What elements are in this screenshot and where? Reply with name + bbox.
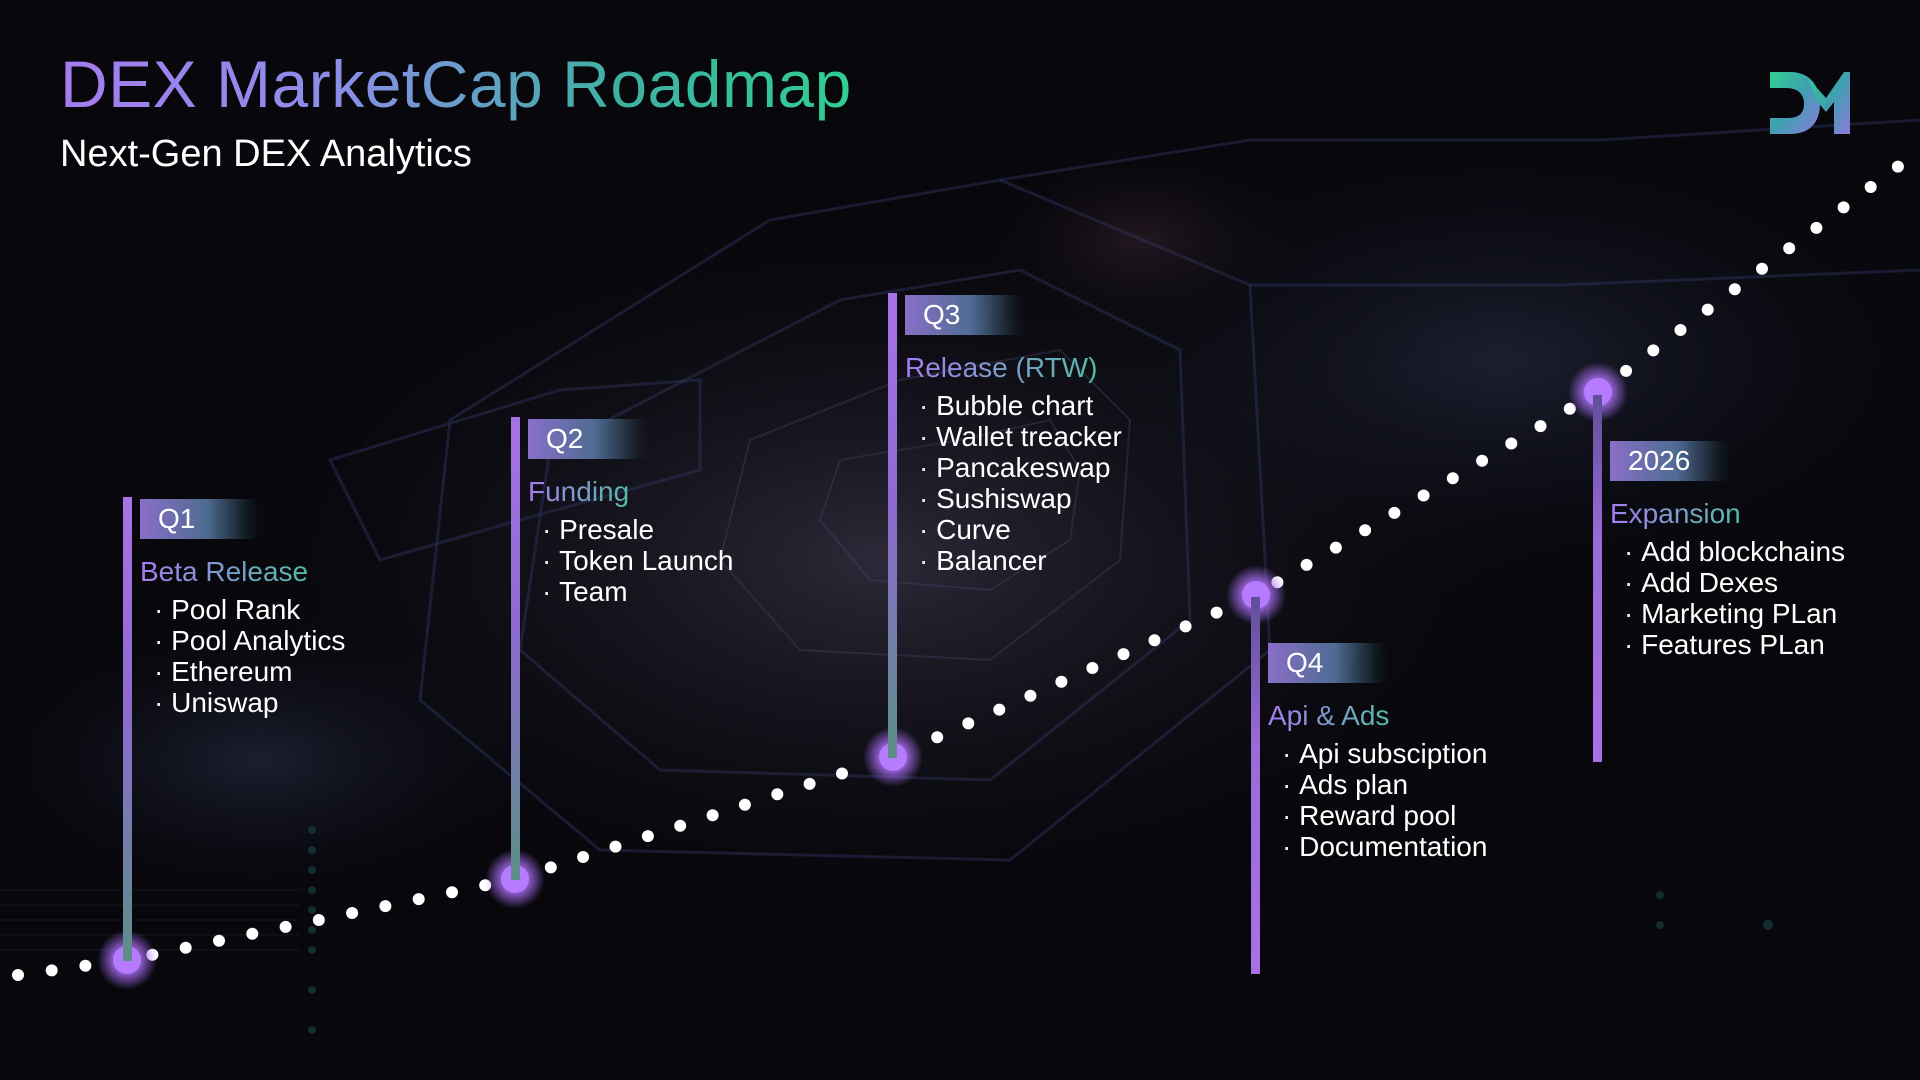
track-dot: [1024, 689, 1037, 702]
track-dot: [609, 840, 622, 853]
track-dot: [738, 798, 751, 811]
milestone-q4-stem: [1251, 597, 1260, 974]
track-dot: [674, 819, 687, 832]
track-dot: [312, 914, 325, 926]
track-dot: [803, 777, 816, 790]
milestone-q2-heading: Funding: [528, 476, 630, 507]
track-dot: [1210, 606, 1223, 619]
track-dot: [1756, 262, 1768, 275]
track-dot: [1620, 364, 1633, 377]
list-item: Reward pool: [1282, 800, 1487, 831]
list-item: Pool Analytics: [154, 625, 345, 656]
track-dot: [577, 851, 590, 863]
list-item: Token Launch: [542, 545, 733, 576]
track-dot: [1783, 242, 1796, 255]
list-item: Team: [542, 576, 733, 607]
track-dot: [1701, 303, 1714, 316]
milestone-node: [1584, 378, 1612, 406]
milestone-q3-label: Q3: [905, 295, 1025, 335]
track-dot: [12, 969, 24, 981]
track-dot: [836, 767, 848, 780]
list-item: Pool Rank: [154, 594, 345, 625]
milestone-2026-heading: Expansion: [1610, 498, 1741, 529]
milestone-q1-items: Pool Rank Pool Analytics Ethereum Uniswa…: [154, 594, 345, 718]
milestone-q2-label: Q2: [528, 419, 648, 459]
track-dot: [279, 920, 292, 933]
track-dot: [706, 809, 719, 822]
track-dot: [544, 861, 557, 874]
track-dot: [1674, 324, 1687, 336]
list-item: Wallet treacker: [919, 421, 1122, 452]
track-dot: [1300, 558, 1313, 571]
track-dot: [1891, 160, 1904, 173]
track-dot: [1148, 634, 1161, 647]
list-item: Add blockchains: [1624, 536, 1845, 567]
track-dot: [1417, 489, 1430, 502]
list-item: Features PLan: [1624, 629, 1845, 660]
milestone-2026-stem: [1593, 395, 1602, 762]
track-dot: [346, 907, 359, 919]
list-item: Sushiswap: [919, 483, 1122, 514]
list-item: Balancer: [919, 545, 1122, 576]
track-dot: [1086, 662, 1099, 674]
track-dot: [993, 703, 1006, 716]
track-dot: [962, 717, 975, 730]
track-dot: [1055, 675, 1068, 688]
list-item: Bubble chart: [919, 390, 1122, 421]
list-item: Marketing PLan: [1624, 598, 1845, 629]
page-title: DEX MarketCap Roadmap: [60, 47, 852, 121]
list-item: Api subsciption: [1282, 738, 1487, 769]
list-item: Ads plan: [1282, 769, 1487, 800]
milestone-q1-heading: Beta Release: [140, 556, 309, 587]
track-dot: [379, 900, 392, 913]
track-dot: [213, 934, 225, 947]
milestone-q2-stem: [511, 417, 520, 880]
track-dot: [1505, 437, 1518, 450]
list-item: Presale: [542, 514, 733, 545]
milestone-node: [1242, 581, 1270, 609]
track-dot: [1810, 221, 1823, 234]
track-dot: [641, 830, 654, 843]
track-dot: [1476, 454, 1489, 467]
list-item: Add Dexes: [1624, 567, 1845, 598]
track-dot: [1179, 620, 1192, 633]
milestone-q2-items: Presale Token Launch Team: [542, 514, 733, 607]
milestone-q4-label: Q4: [1268, 643, 1388, 683]
milestone-2026-label: 2026: [1610, 441, 1730, 481]
list-item: Documentation: [1282, 831, 1487, 862]
track-dot: [1728, 283, 1741, 296]
milestone-q4-heading: Api & Ads: [1268, 700, 1390, 731]
page-subtitle: Next-Gen DEX Analytics: [60, 133, 472, 175]
track-dot: [1864, 181, 1877, 193]
milestone-q3-heading: Release (RTW): [905, 352, 1098, 383]
track-dot: [246, 927, 259, 940]
track-dot: [1534, 420, 1547, 433]
track-dot: [1117, 648, 1130, 661]
track-dot: [412, 893, 425, 906]
milestone-q3-stem: [888, 293, 897, 758]
track-dot: [179, 941, 192, 954]
track-dot: [1446, 472, 1459, 485]
track-dot: [1837, 201, 1850, 214]
milestone-2026-items: Add blockchains Add Dexes Marketing PLan…: [1624, 536, 1845, 660]
milestone-q3-items: Bubble chart Wallet treacker Pancakeswap…: [919, 390, 1122, 576]
track-dot: [931, 731, 944, 744]
milestone-q4-items: Api subsciption Ads plan Reward pool Doc…: [1282, 738, 1487, 862]
list-item: Ethereum: [154, 656, 345, 687]
track-dot: [1329, 541, 1342, 554]
track-dot: [79, 959, 92, 972]
list-item: Pancakeswap: [919, 452, 1122, 483]
track-dot: [1359, 524, 1372, 537]
list-item: Uniswap: [154, 687, 345, 718]
track-dot: [771, 788, 784, 801]
track-dot: [45, 964, 58, 977]
track-dot: [446, 886, 458, 899]
track-dot: [1388, 506, 1401, 519]
list-item: Curve: [919, 514, 1122, 545]
dex-marketcap-logo-icon: [1770, 72, 1850, 134]
milestone-q1-stem: [123, 497, 132, 961]
milestone-q1-label: Q1: [140, 499, 260, 539]
track-dot: [1647, 344, 1660, 357]
